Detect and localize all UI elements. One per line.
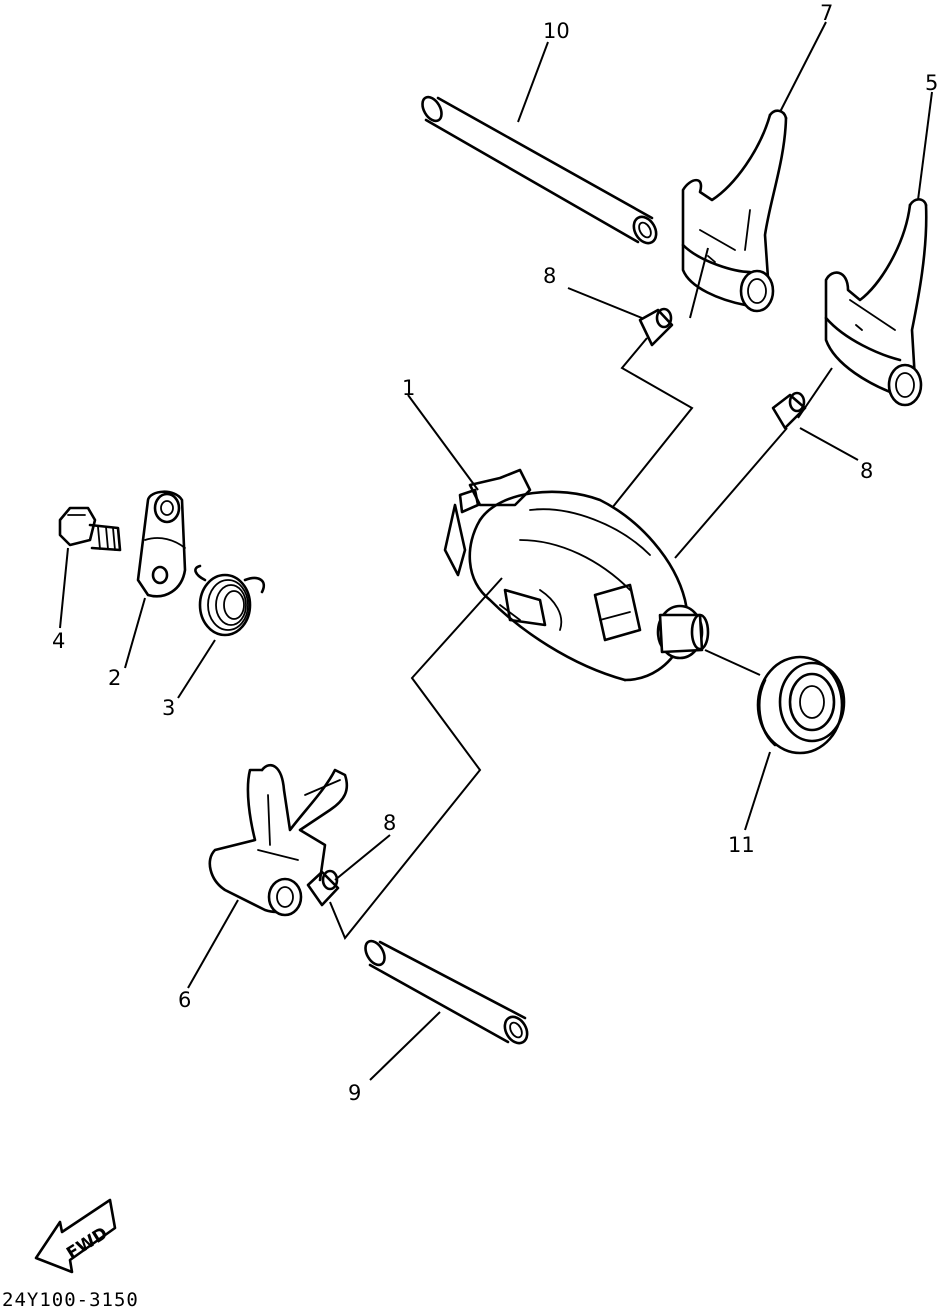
callout-3: 3 <box>162 696 175 720</box>
callout-labels: 1 2 3 4 5 6 7 8 8 8 9 10 11 <box>52 1 938 1105</box>
shift-fork-upper <box>681 109 788 313</box>
callout-9: 9 <box>348 1081 361 1105</box>
callout-10: 10 <box>543 19 570 43</box>
callout-5: 5 <box>925 71 938 95</box>
assembly-lines <box>59 21 933 1081</box>
stopper-lever <box>136 490 187 598</box>
shift-fork-lower <box>208 764 349 917</box>
forward-arrow-icon: FWD <box>34 1198 117 1274</box>
callout-1: 1 <box>402 376 415 400</box>
callout-7: 7 <box>820 1 833 25</box>
guide-bar-lower <box>364 939 529 1045</box>
callout-8-right: 8 <box>860 459 873 483</box>
guide-bar-upper <box>421 95 658 245</box>
shift-drum <box>443 468 710 682</box>
callout-4: 4 <box>52 629 65 653</box>
dowel-pin-right <box>771 391 807 430</box>
callout-8-lower: 8 <box>383 811 396 835</box>
forward-label: FWD <box>63 1223 111 1264</box>
bearing <box>756 655 846 755</box>
torsion-spring <box>194 564 266 637</box>
dowel-pin-upper <box>638 307 674 347</box>
drawing-code: 24Y100-3150 <box>2 1289 139 1311</box>
bolt <box>58 506 122 552</box>
callout-11: 11 <box>728 833 755 857</box>
callout-2: 2 <box>108 666 121 690</box>
dowel-pin-lower <box>306 869 340 907</box>
callout-8-upper: 8 <box>543 264 556 288</box>
shift-fork-right <box>824 198 928 407</box>
callout-6: 6 <box>178 988 191 1012</box>
